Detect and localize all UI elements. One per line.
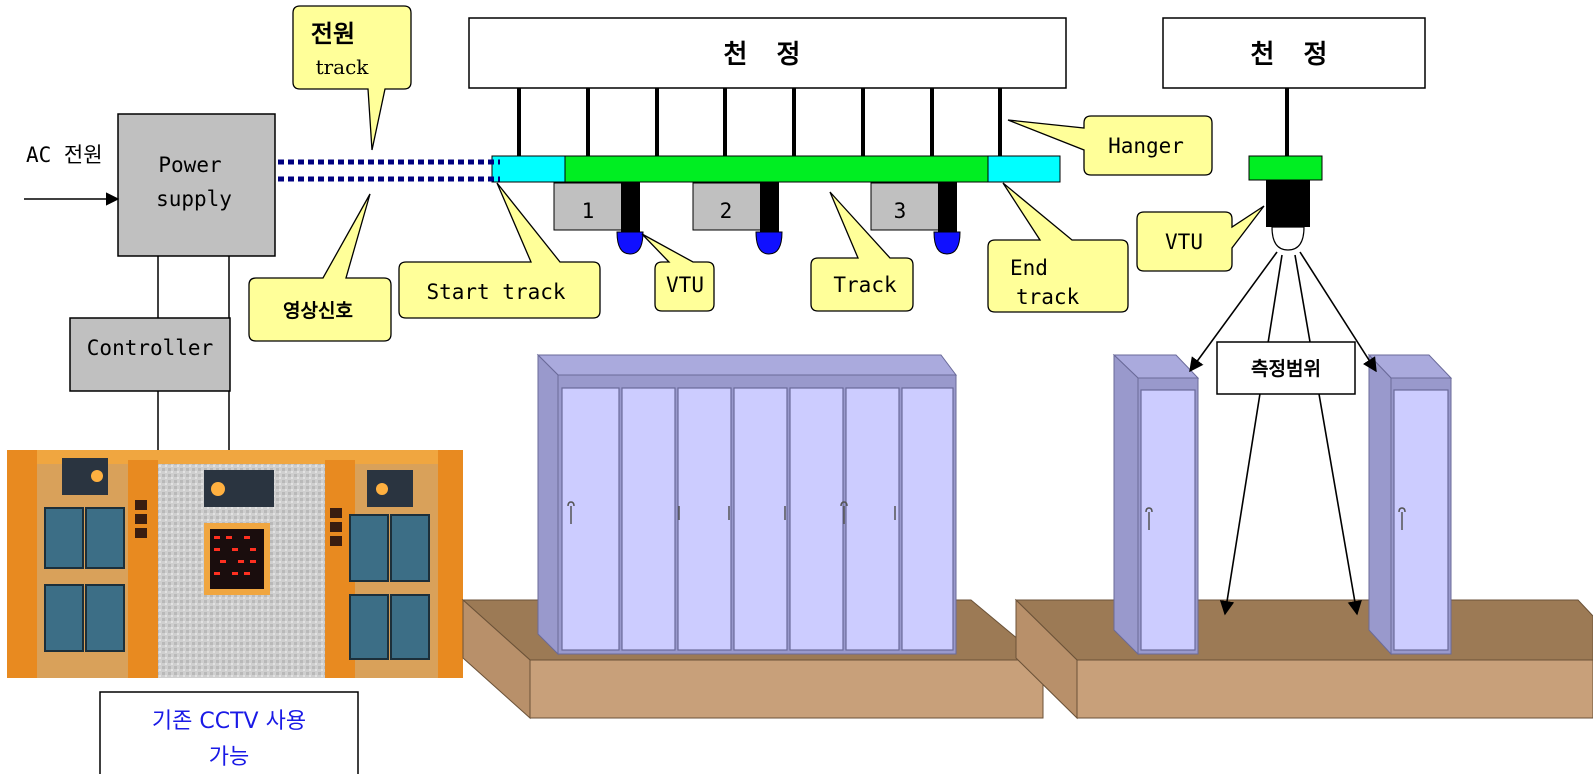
hangers-left [517, 88, 1002, 156]
power-supply-box: Power supply [117, 113, 276, 257]
vtu-unit-1: 1 [553, 182, 644, 255]
callout-track-label: Track [833, 273, 897, 297]
ac-input-label: AC 전원 [26, 143, 103, 167]
ceiling-left-label: 천 정 [724, 40, 811, 70]
callout-power-track-line2: track [316, 55, 370, 79]
vtu-unit-3-label: 3 [894, 199, 907, 223]
callout-video-signal: 영상신호 [248, 193, 392, 342]
callout-power-track-line1: 전원 [311, 20, 355, 48]
ps-controller-links [157, 256, 230, 450]
cabinet-right-1 [1112, 353, 1200, 656]
power-supply-line2: supply [156, 187, 232, 211]
cctv-note-line2: 가능 [209, 745, 249, 770]
floor-right [1014, 598, 1593, 720]
ceiling-left: 천 정 [468, 17, 1067, 89]
power-supply-line1: Power [158, 153, 221, 177]
measurement-range-label: 측정범위 [1251, 358, 1321, 380]
callout-end-track-line1: End [1010, 256, 1048, 280]
power-and-video-lines [268, 159, 500, 182]
vtu-unit-3: 3 [870, 182, 961, 255]
control-room-image [7, 450, 463, 678]
cabinet-bank-left [536, 353, 957, 656]
cctv-note-line1: 기존 CCTV 사용 [152, 709, 306, 734]
ceiling-right-label: 천 정 [1251, 40, 1338, 70]
vtu-unit-2-label: 2 [720, 199, 733, 223]
measurement-range-box: 측정범위 [1216, 341, 1356, 395]
callout-track: Track [810, 191, 914, 312]
ac-input: AC 전원 [24, 143, 120, 206]
callout-vtu-right-label: VTU [1165, 230, 1203, 254]
callout-power-track: 전원 track [292, 5, 412, 151]
measurement-arrows [1189, 251, 1377, 616]
callout-hanger-label: Hanger [1108, 134, 1184, 158]
callout-video-signal-label: 영상신호 [283, 300, 353, 322]
ceiling-right: 천 정 [1162, 17, 1426, 156]
cctv-note: 기존 CCTV 사용 가능 [99, 691, 359, 774]
vtu-unit-1-label: 1 [582, 199, 595, 223]
callout-vtu-label: VTU [666, 273, 704, 297]
track [491, 155, 1061, 183]
callout-end-track-line2: track [1016, 285, 1080, 309]
callout-vtu: VTU [641, 233, 715, 312]
callout-end-track: End track [987, 182, 1129, 313]
callout-vtu-right: VTU [1136, 205, 1265, 272]
cabinet-right-2 [1367, 353, 1453, 656]
vtu-right-unit [1248, 155, 1323, 251]
controller-label: Controller [87, 336, 213, 360]
vtu-unit-2: 2 [692, 182, 783, 255]
callout-start-track: Start track [398, 182, 601, 319]
callout-start-track-label: Start track [426, 280, 565, 304]
controller-box: Controller [69, 317, 231, 392]
callout-hanger: Hanger [1007, 115, 1213, 176]
